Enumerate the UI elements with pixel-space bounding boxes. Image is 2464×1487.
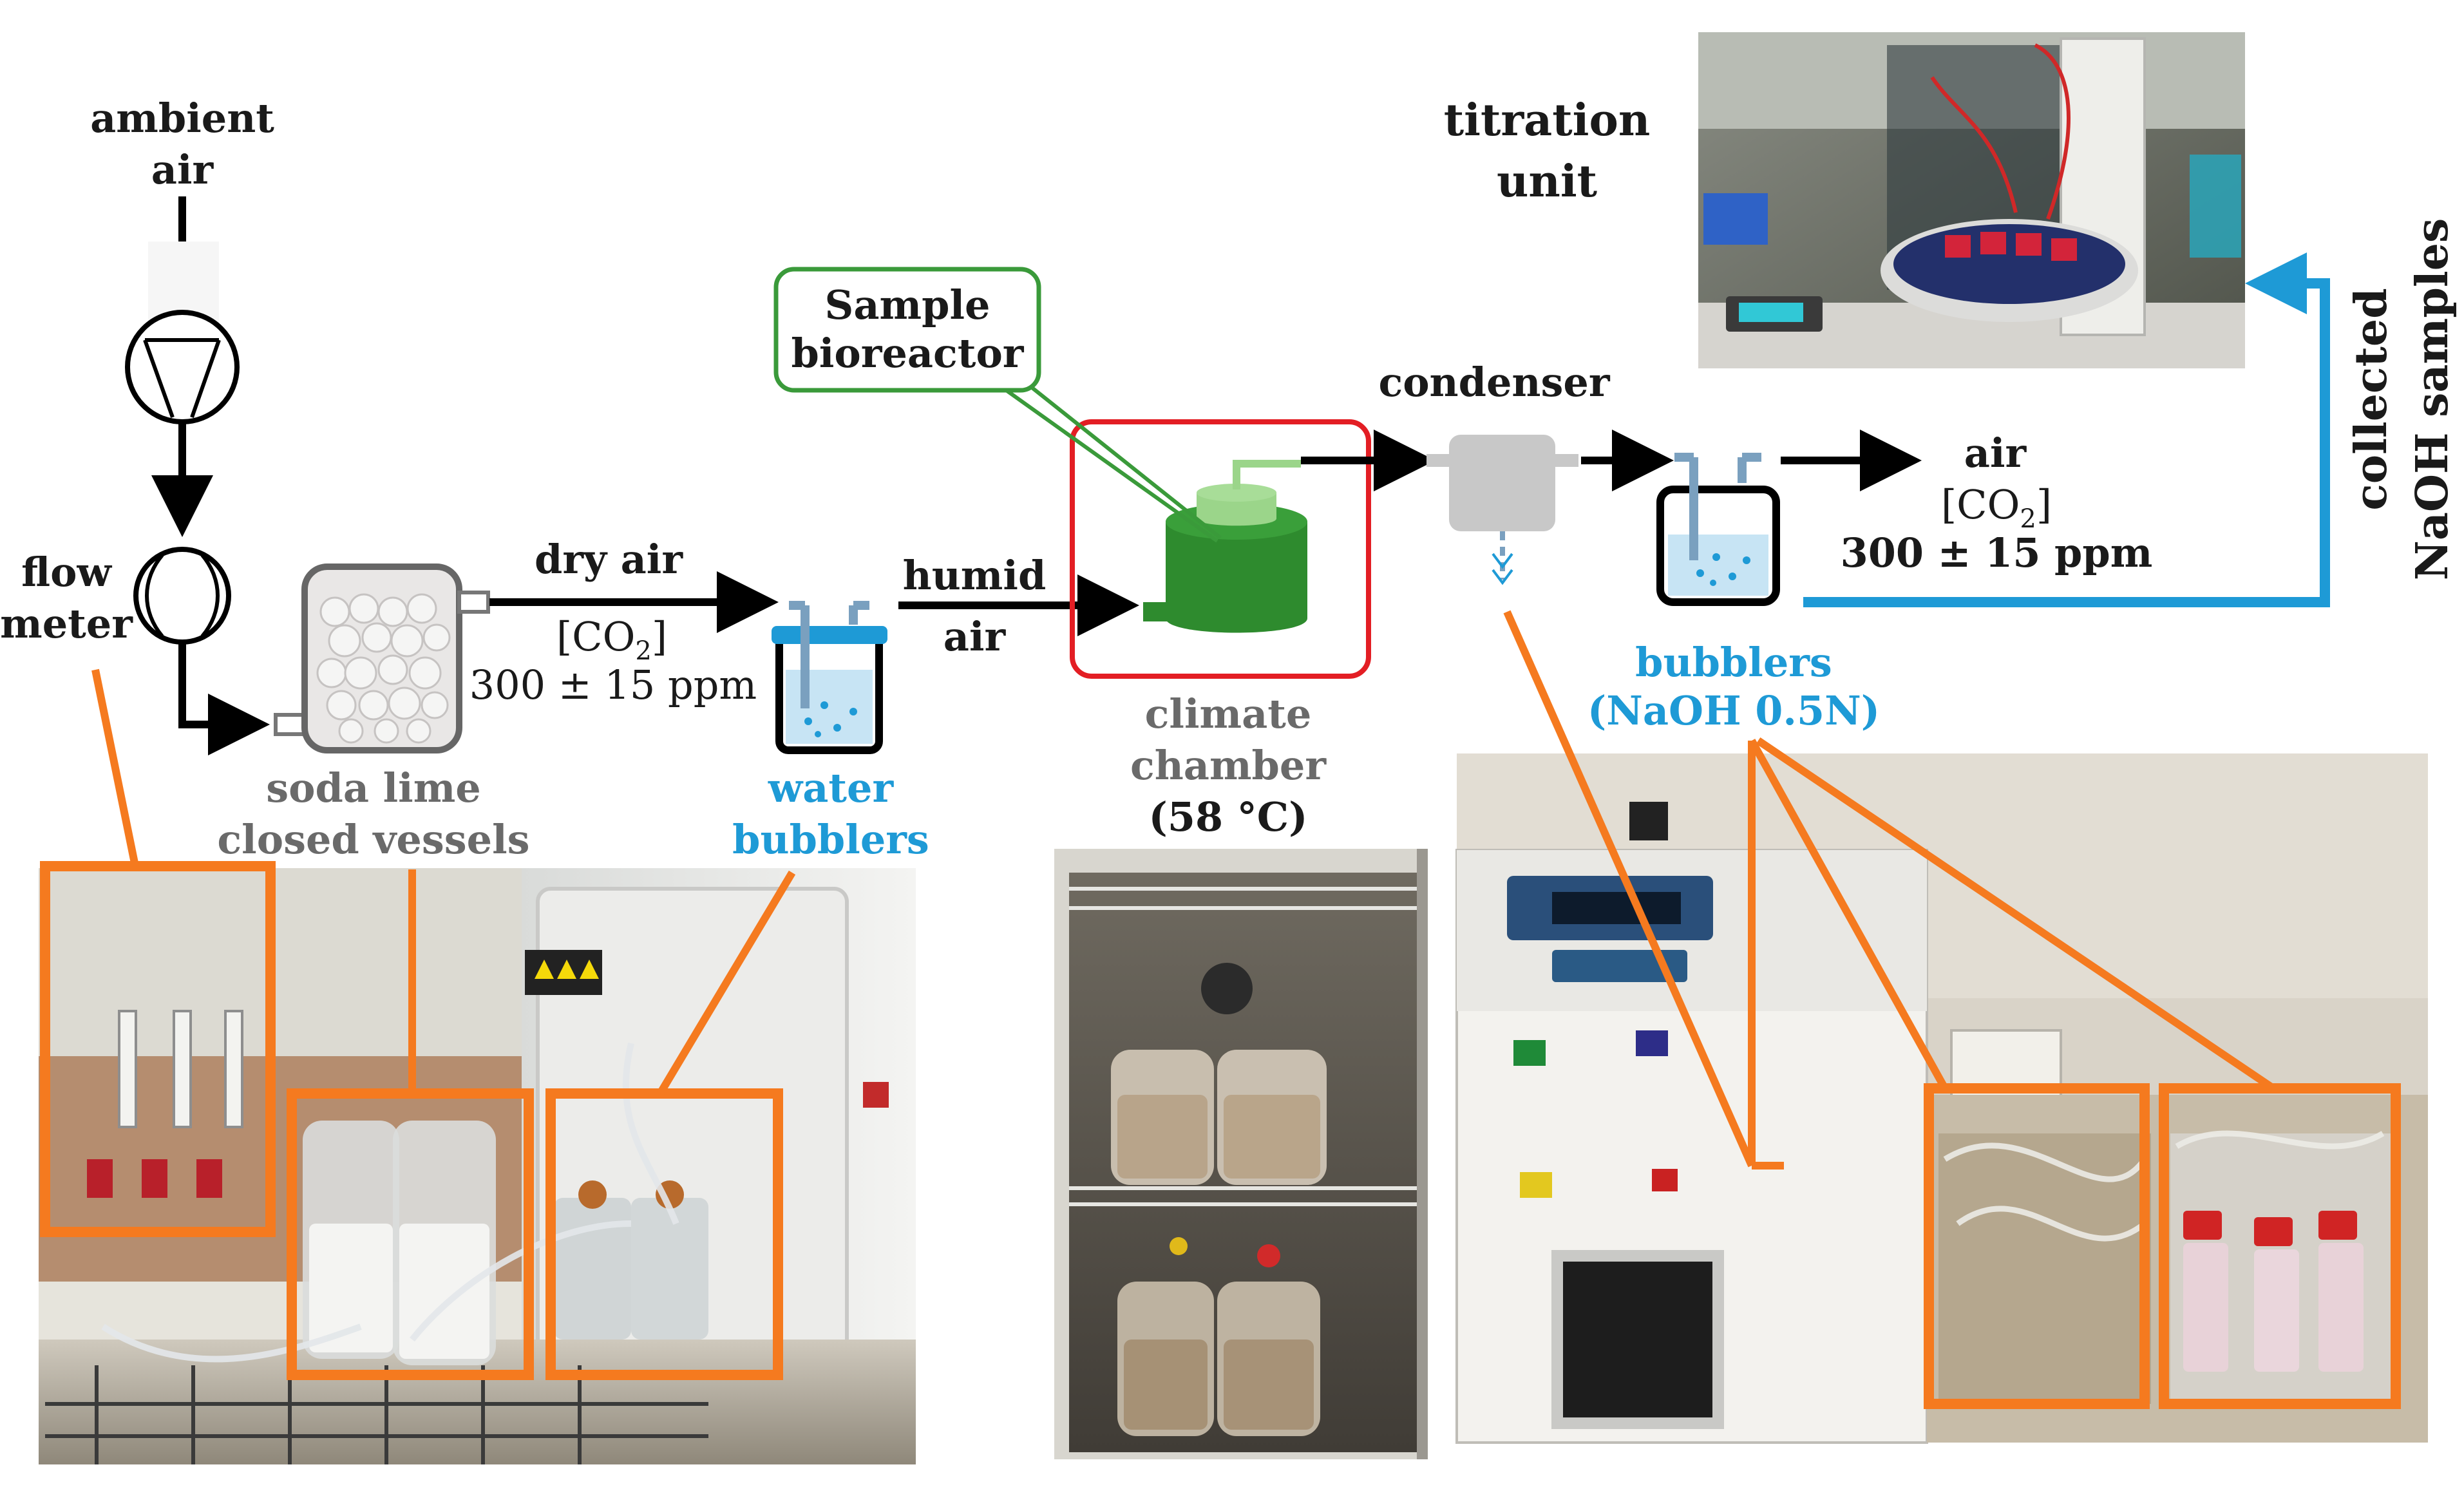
label-chamber-temp: (58 °C) <box>1149 793 1308 840</box>
photo-titration <box>1698 32 2245 368</box>
label-co2-right: [CO2] <box>1941 481 2052 534</box>
bioreactor-leaders <box>990 378 1222 543</box>
pump-icon <box>125 310 240 424</box>
pump-stage <box>125 196 270 755</box>
label-condenser: condenser <box>1378 359 1610 406</box>
label-closed-vessels: closed vessels <box>217 816 529 863</box>
flow-meter-icon <box>133 547 231 645</box>
water-bubbler-icon <box>772 601 887 754</box>
condenser-icon <box>1426 435 1578 585</box>
label-air-top: air <box>151 146 214 193</box>
label-climate: climate <box>1145 690 1312 737</box>
label-air-out: air <box>1964 430 2027 477</box>
label-humid: humid <box>903 552 1047 599</box>
collected-samples-arrow <box>1803 252 2330 607</box>
label-ambient: ambient <box>90 95 274 142</box>
label-dry-air: dry air <box>535 536 683 583</box>
highlight-leaders <box>91 610 2276 1170</box>
label-flow: flow <box>21 549 112 596</box>
photo-incubator <box>1455 753 2428 1444</box>
label-naoh-samples: NaOH samples <box>2407 218 2458 581</box>
label-bubblers-water: bubblers <box>732 816 929 863</box>
label-co2-left: [CO2] <box>556 613 667 666</box>
label-bioreactor: bioreactor <box>791 330 1025 377</box>
label-water: water <box>768 764 895 811</box>
label-humid-air: air <box>943 613 1007 660</box>
photo-climate-chamber <box>1054 849 1428 1459</box>
label-meter: meter <box>0 600 133 647</box>
bioreactor-icon <box>1143 460 1307 633</box>
label-sample: Sample <box>825 281 990 328</box>
naoh-bubbler-icon <box>1656 453 1780 606</box>
label-ppm-left: 300 ± 15 ppm <box>469 661 757 708</box>
label-titration: titration <box>1444 95 1651 146</box>
label-collected: collected <box>2346 288 2397 510</box>
climate-chamber-box <box>1070 419 1371 679</box>
label-chamber: chamber <box>1130 742 1327 789</box>
soda-lime-vessel-icon <box>274 564 490 753</box>
label-naoh-conc: (NaOH 0.5N) <box>1587 687 1880 734</box>
label-soda-lime: soda lime <box>266 764 481 811</box>
photo-bench <box>39 868 916 1464</box>
label-bubblers-naoh: bubblers <box>1635 639 1832 686</box>
label-unit: unit <box>1497 156 1598 207</box>
label-ppm-right: 300 ± 15 ppm <box>1841 529 2153 576</box>
sample-bioreactor-box <box>773 267 1041 393</box>
